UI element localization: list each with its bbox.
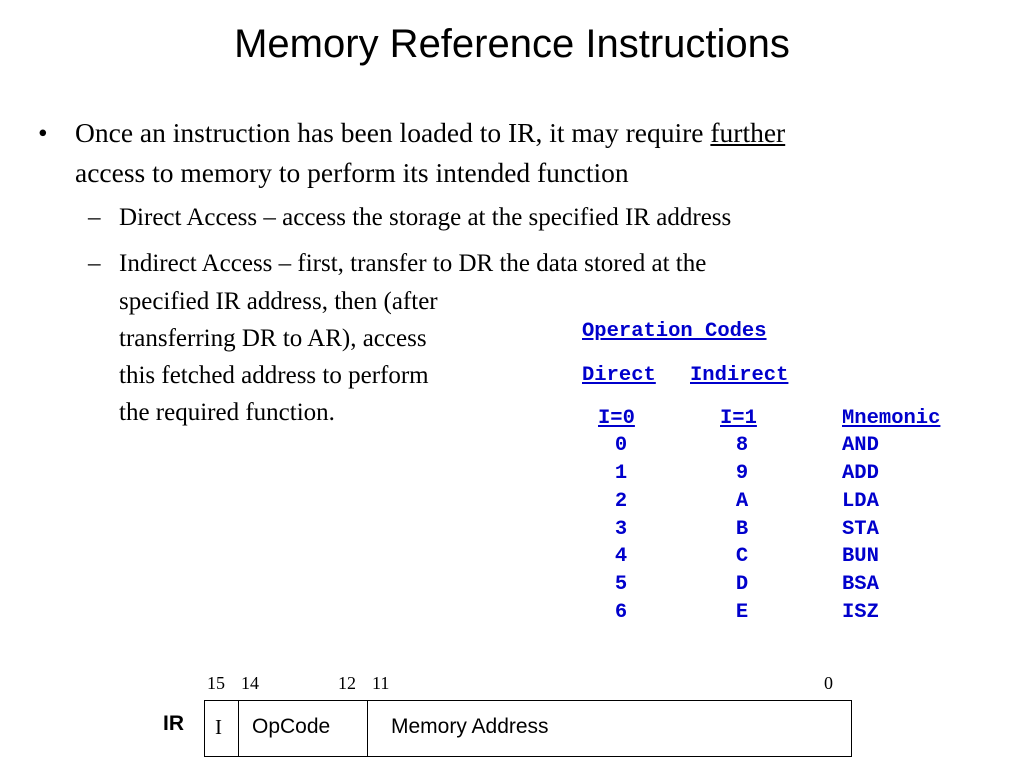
mnemonic: ADD xyxy=(842,462,879,485)
direct-label: Direct xyxy=(582,364,656,387)
mnemonic: BSA xyxy=(842,573,879,596)
bullet-text-end: access to memory to perform its intended… xyxy=(75,157,629,188)
sub-dash: – xyxy=(88,250,101,277)
indirect-code: B xyxy=(735,518,749,541)
direct-code: 6 xyxy=(614,601,628,624)
bit-number-14: 14 xyxy=(241,673,259,693)
indirect-continuation-line: this fetched address to perform xyxy=(119,362,429,389)
direct-code: 1 xyxy=(614,462,628,485)
sub-item-indirect-access: – Indirect Access – first, transfer to D… xyxy=(88,245,988,283)
opcode-field: OpCode xyxy=(252,715,331,738)
column-header-mnemonic: Mnemonic xyxy=(842,407,941,430)
bullet-dot: • xyxy=(38,117,48,148)
sub-dash: – xyxy=(88,204,101,231)
indirect-continuation-line: specified IR address, then (after xyxy=(119,288,438,315)
direct-code: 2 xyxy=(614,490,628,513)
indirect-code: 9 xyxy=(735,462,749,485)
indirect-code: C xyxy=(735,545,749,568)
mnemonic: AND xyxy=(842,434,879,457)
mnemonic: STA xyxy=(842,518,879,541)
column-header-i1: I=1 xyxy=(720,407,757,430)
indirect-continuation-line: the required function. xyxy=(119,399,335,426)
direct-code: 5 xyxy=(614,573,628,596)
bit-number-15: 15 xyxy=(207,673,225,693)
memory-address-field: Memory Address xyxy=(391,715,549,738)
indirect-code: E xyxy=(735,601,749,624)
field-divider xyxy=(367,701,368,756)
opcode-table-heading: Operation Codes xyxy=(582,320,767,343)
sub-item-text: Indirect Access – first, transfer to DR … xyxy=(119,250,707,277)
mnemonic: LDA xyxy=(842,490,879,513)
direct-code: 4 xyxy=(614,545,628,568)
bit-number-12: 12 xyxy=(338,673,356,693)
direct-code: 0 xyxy=(614,434,628,457)
field-divider xyxy=(238,701,239,756)
sub-item-text: Direct Access – access the storage at th… xyxy=(119,204,732,231)
mnemonic: BUN xyxy=(842,545,879,568)
indirect-code: D xyxy=(735,573,749,596)
bit-number-11: 11 xyxy=(372,673,390,693)
indirect-label: Indirect xyxy=(690,364,789,387)
ir-label: IR xyxy=(163,712,184,735)
bit-number-0: 0 xyxy=(824,673,833,693)
ir-register-box: I OpCode Memory Address xyxy=(204,700,852,757)
bullet-text: Once an instruction has been loaded to I… xyxy=(75,113,998,193)
direct-code: 3 xyxy=(614,518,628,541)
sub-item-direct-access: – Direct Access – access the storage at … xyxy=(88,199,988,237)
indirect-bit-field: I xyxy=(215,715,222,739)
column-header-i0: I=0 xyxy=(598,407,635,430)
mnemonic: ISZ xyxy=(842,601,879,624)
indirect-code: A xyxy=(735,490,749,513)
bullet-text-start: Once an instruction has been loaded to I… xyxy=(75,117,711,148)
bullet-underlined-word: further xyxy=(710,117,786,148)
main-bullet: • Once an instruction has been loaded to… xyxy=(38,113,998,193)
indirect-continuation-line: transferring DR to AR), access xyxy=(119,325,427,352)
indirect-code: 8 xyxy=(735,434,749,457)
slide-title: Memory Reference Instructions xyxy=(234,22,790,66)
